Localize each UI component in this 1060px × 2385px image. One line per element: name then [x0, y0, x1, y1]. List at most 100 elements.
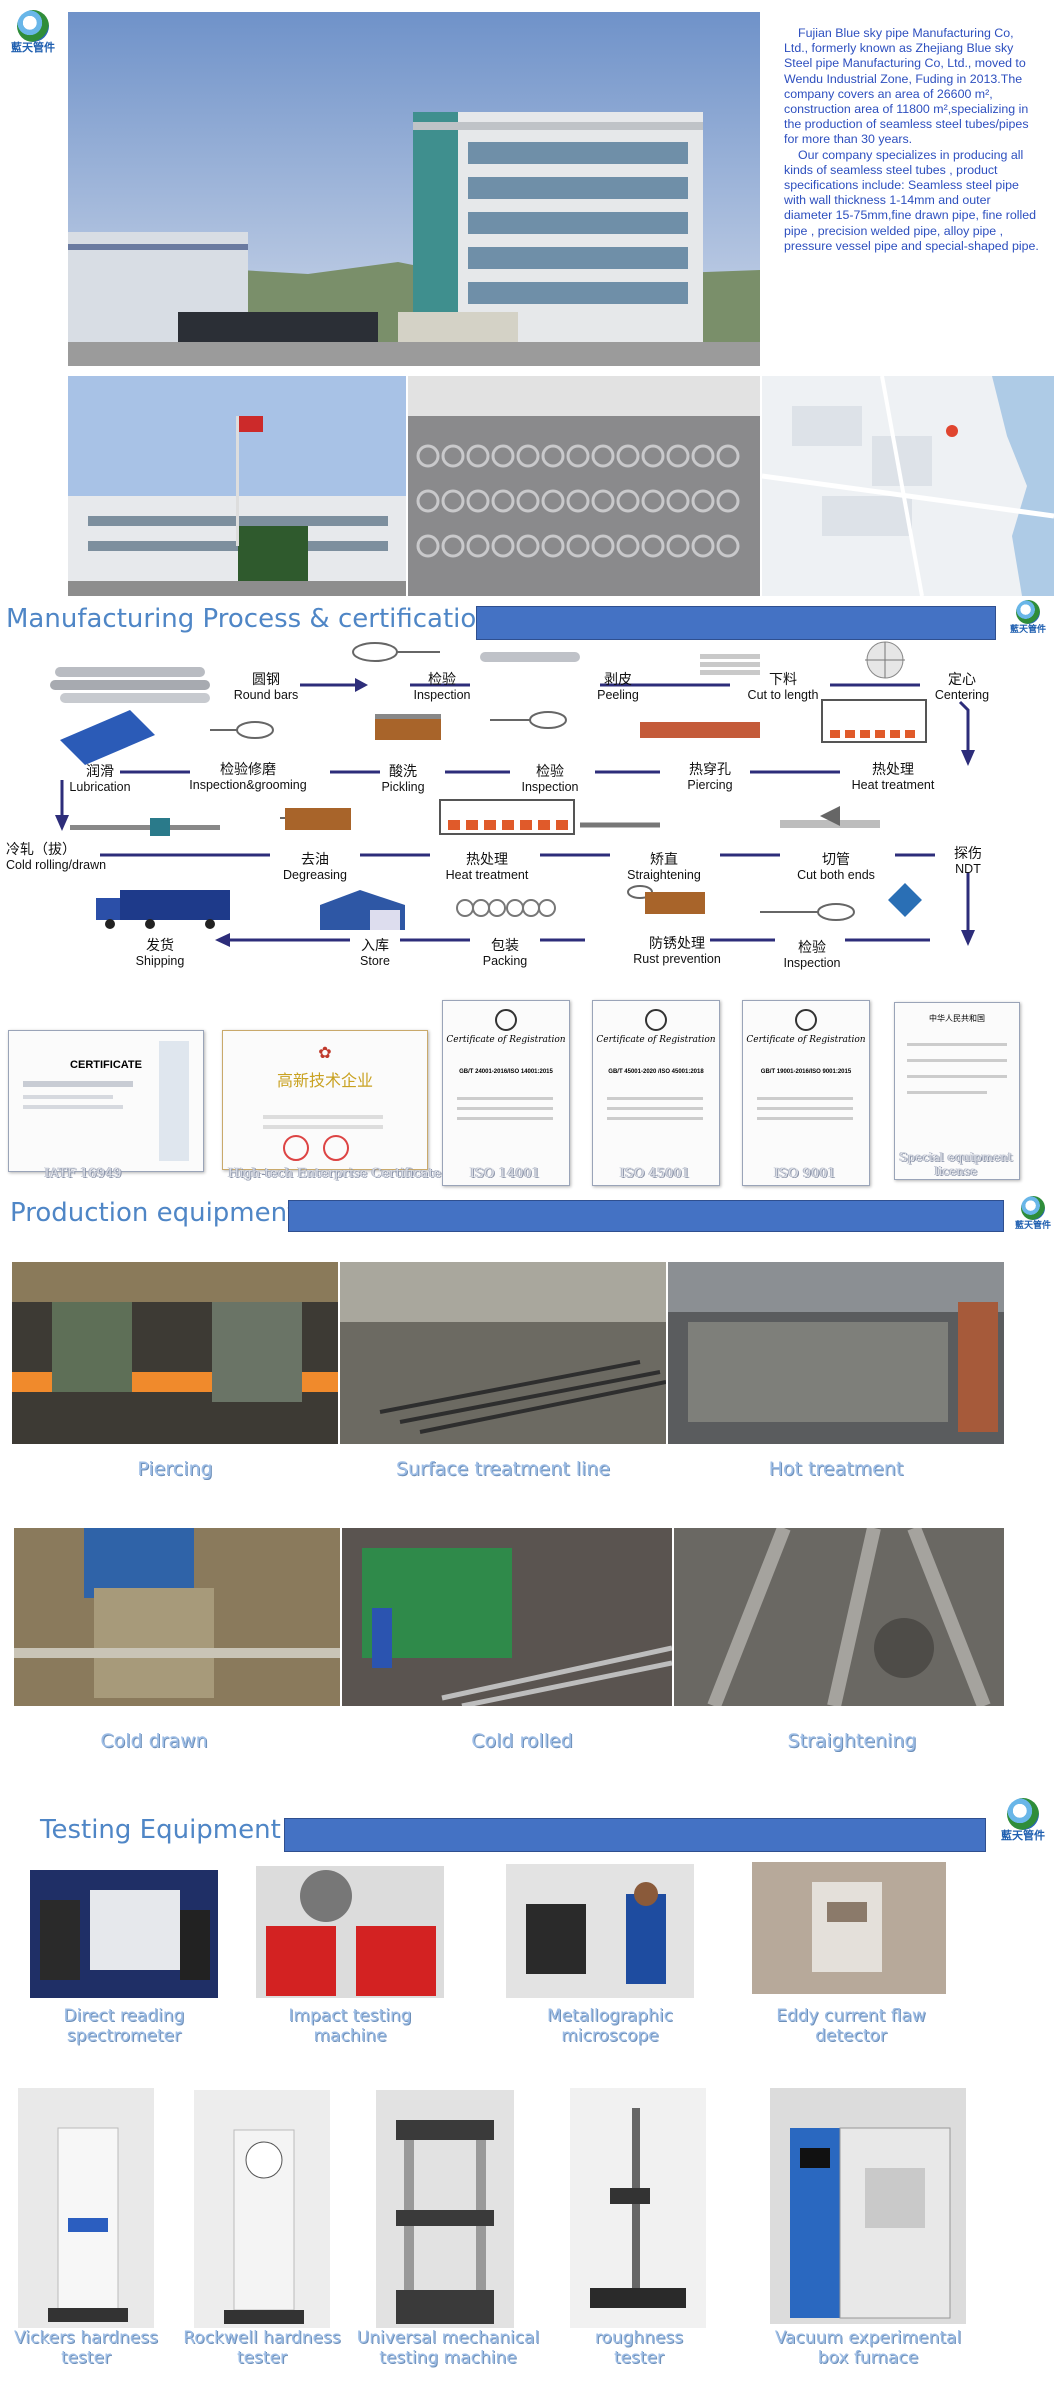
- caption-vacuum-experimental-box-furnace: Vacuum experimental box furnace: [774, 2328, 962, 2368]
- photo-surface-treatment-line: [340, 1262, 666, 1444]
- certificate-label-special-equipment: Special equipment license: [899, 1150, 1013, 1178]
- certificate-heading: CERTIFICATE: [70, 1059, 142, 1071]
- certificate-label-iso-14001: ISO 14001: [469, 1166, 541, 1181]
- certificate-heading: Certificate of Registration: [746, 1035, 866, 1045]
- caption-surface-treatment-line: Surface treatment line: [395, 1458, 611, 1480]
- photo-eddy-current-flaw-detector: [752, 1862, 946, 1994]
- caption-vickers-hardness-tester: Vickers hardness tester: [14, 2328, 158, 2368]
- photo-piercing: [12, 1262, 338, 1444]
- caption-hot-treatment: Hot treatment: [768, 1458, 904, 1480]
- logo-text: 藍天管件: [1009, 624, 1046, 634]
- company-logo: 藍天管件: [4, 10, 62, 54]
- logo-emblem-icon: [17, 10, 49, 42]
- photo-straightening: [674, 1528, 1004, 1706]
- photo-direct-reading-spectrometer: [30, 1870, 218, 1998]
- caption-straightening: Straightening: [787, 1730, 917, 1752]
- caption-metallographic-microscope: Metallographic microscope: [547, 2006, 673, 2046]
- section-logo-process: 藍天管件: [1004, 600, 1052, 634]
- photo-cold-rolled: [342, 1528, 672, 1706]
- factory-flagpole-photo: [68, 376, 406, 596]
- pipe-warehouse-photo: [408, 376, 760, 596]
- logo-text: 藍天管件: [1001, 1830, 1045, 1842]
- intro-paragraph-2: Our company specializes in producing all…: [784, 147, 1039, 253]
- certificate-label-high-tech: High-tech Enterprise Certificate: [228, 1166, 442, 1181]
- caption-universal-mechanical-testing-machine: Universal mechanical testing machine: [356, 2328, 540, 2368]
- section-bar-production: [288, 1200, 1004, 1232]
- photo-vickers-hardness-tester: [18, 2088, 154, 2328]
- section-bar-testing: [284, 1818, 986, 1852]
- certificate-heading: Certificate of Registration: [446, 1035, 566, 1045]
- caption-direct-reading-spectrometer: Direct reading spectrometer: [63, 2006, 185, 2046]
- section-logo-testing: 藍天管件: [992, 1798, 1054, 1842]
- location-map[interactable]: [762, 376, 1054, 596]
- certificate-label-iso-9001: ISO 9001: [774, 1166, 836, 1181]
- caption-cold-drawn: Cold drawn: [100, 1730, 208, 1752]
- process-step-cold-rolling: 冷轧（拔）Cold rolling/drawn: [6, 842, 107, 872]
- section-bar-process: [476, 606, 996, 640]
- certificate-iso-9001[interactable]: Certificate of Registration GB/T 19001-2…: [742, 1000, 870, 1186]
- section-logo-production: 藍天管件: [1010, 1196, 1056, 1230]
- photo-hot-treatment: [668, 1262, 1004, 1444]
- high-tech-emblem-icon: ✿: [318, 1045, 332, 1062]
- logo-emblem-icon: [1016, 600, 1040, 624]
- certificate-iso-45001[interactable]: Certificate of Registration GB/T 45001-2…: [592, 1000, 720, 1186]
- caption-impact-testing-machine: Impact testing machine: [288, 2006, 412, 2046]
- caption-roughness-tester: roughness tester: [594, 2328, 684, 2368]
- caption-rockwell-hardness-tester: Rockwell hardness tester: [183, 2328, 341, 2368]
- certificate-standard: GB/T 24001-2016/ISO 14001:2015: [459, 1069, 553, 1075]
- photo-impact-testing-machine: [256, 1866, 444, 1998]
- certificate-heading: 高新技术企业: [276, 1071, 373, 1090]
- certificate-label-iatf: IATF 16949: [44, 1166, 122, 1181]
- logo-emblem-icon: [1021, 1196, 1045, 1220]
- certificate-heading: Certificate of Registration: [596, 1035, 716, 1045]
- certificate-standard: GB/T 45001-2020 /ISO 45001:2018: [608, 1069, 704, 1075]
- certificate-high-tech[interactable]: ✿ 高新技术企业: [222, 1030, 428, 1170]
- photo-metallographic-microscope: [506, 1864, 694, 1998]
- caption-cold-rolled: Cold rolled: [471, 1730, 573, 1752]
- company-introduction: Fujian Blue sky pipe Manufacturing Co, L…: [784, 26, 1039, 254]
- certificate-heading: 中华人民共和国: [929, 1014, 985, 1023]
- photo-rockwell-hardness-tester: [194, 2090, 330, 2328]
- logo-text: 藍天管件: [1014, 1220, 1051, 1230]
- section-title-process: Manufacturing Process & certification: [6, 604, 493, 634]
- caption-piercing: Piercing: [137, 1458, 213, 1480]
- logo-text: 藍天管件: [11, 42, 55, 54]
- photo-universal-mechanical-testing-machine: [376, 2090, 514, 2328]
- section-title-production: Production equipment: [10, 1198, 298, 1228]
- certificate-iso-14001[interactable]: Certificate of Registration GB/T 24001-2…: [442, 1000, 570, 1186]
- certificate-iatf[interactable]: CERTIFICATE: [8, 1030, 204, 1172]
- photo-roughness-tester: [570, 2088, 706, 2328]
- process-flow-diagram: [50, 641, 975, 947]
- logo-emblem-icon: [1007, 1798, 1039, 1830]
- caption-eddy-current-flaw-detector: Eddy current flaw detector: [776, 2006, 926, 2046]
- certificate-special-equipment[interactable]: 中华人民共和国: [894, 1002, 1020, 1180]
- certificate-standard: GB/T 19001-2016/ISO 9001:2015: [760, 1069, 852, 1075]
- photo-vacuum-experimental-box-furnace: [770, 2088, 966, 2324]
- certificate-label-iso-45001: ISO 45001: [619, 1166, 691, 1181]
- section-title-testing: Testing Equipment: [40, 1815, 281, 1845]
- factory-building-photo: [68, 12, 760, 366]
- photo-cold-drawn: [14, 1528, 340, 1706]
- intro-paragraph-1: Fujian Blue sky pipe Manufacturing Co, L…: [784, 26, 1029, 147]
